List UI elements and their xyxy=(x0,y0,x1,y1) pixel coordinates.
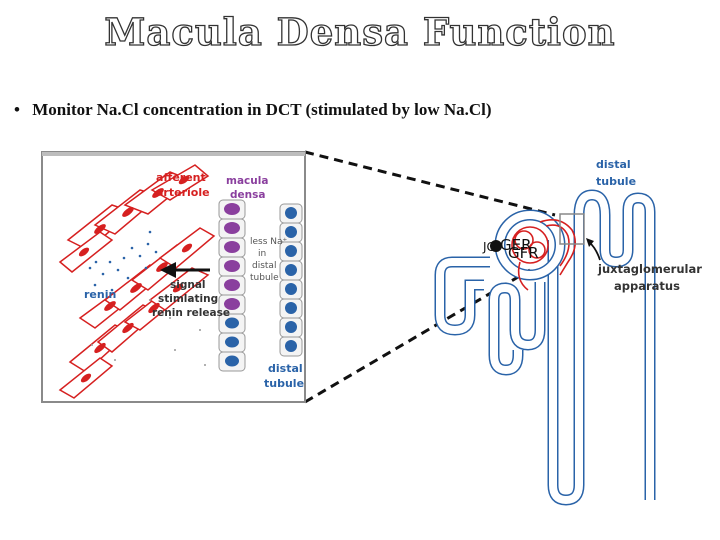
glomerulus xyxy=(511,219,576,291)
tubule-outline xyxy=(434,189,656,506)
signal-arrow xyxy=(160,262,210,278)
signal-label-3: renin release xyxy=(152,307,230,319)
jg-marker-dot xyxy=(490,240,502,252)
slide-title: Macula Densa Function xyxy=(104,9,616,54)
panel-distal-label-1: distal xyxy=(268,362,303,375)
macula-densa-panel: afferent arteriole macula densa less Na⁺… xyxy=(41,151,306,403)
less-na-label-4: tubule xyxy=(250,273,279,283)
renin-granules xyxy=(88,230,158,292)
afferent-label-1: afferent xyxy=(156,171,206,184)
jga-label-1: juxtaglomerular xyxy=(597,262,702,276)
signal-label-1: signal xyxy=(170,279,206,291)
distal-tubule-cells xyxy=(279,203,303,357)
jga-pointer xyxy=(586,238,601,261)
less-na-label-3: distal xyxy=(252,261,276,271)
nephron-diagram xyxy=(434,189,656,506)
bullet-text: Monitor Na.Cl concentration in DCT (stim… xyxy=(32,100,492,119)
jga-label-2: apparatus xyxy=(614,279,680,293)
nephron-distal-label-2: tubule xyxy=(596,175,636,188)
less-na-label-1: less Na⁺ xyxy=(250,237,288,247)
renin-label: renin xyxy=(84,288,116,301)
stray-dots xyxy=(91,299,206,366)
less-na-label-2: in xyxy=(258,249,266,259)
bullet-icon: • xyxy=(14,100,20,119)
panel-distal-label-2: tubule xyxy=(264,377,304,390)
nephron-distal-label-1: distal xyxy=(596,158,631,171)
cell-nuclei xyxy=(78,175,193,383)
macula-label-1: macula xyxy=(226,175,268,187)
overlay-jg: JG xyxy=(482,240,496,254)
jga-box xyxy=(559,213,585,245)
afferent-label-2: arteriole xyxy=(156,186,210,199)
macula-label-2: densa xyxy=(230,189,265,201)
signal-label-2: stimlating xyxy=(158,293,218,305)
macula-densa-cells xyxy=(218,199,246,372)
bullet-point: • Monitor Na.Cl concentration in DCT (st… xyxy=(14,100,492,120)
overlay-gfr: GFR xyxy=(508,244,539,262)
overlay-ger: GER xyxy=(500,236,532,254)
